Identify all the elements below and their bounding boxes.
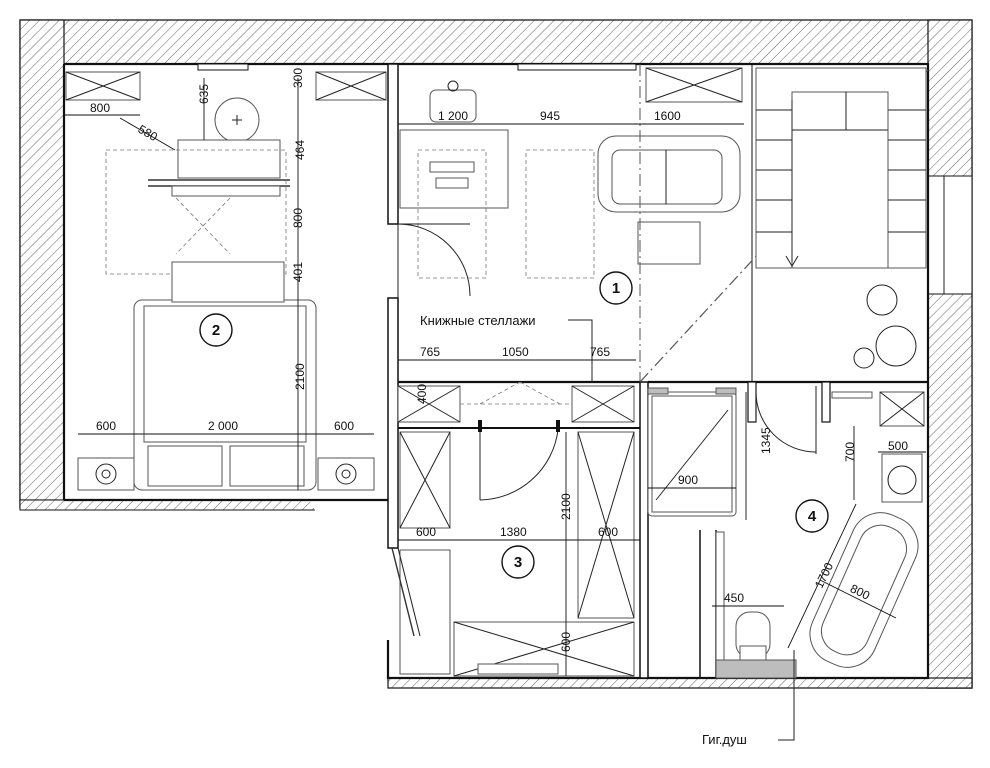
dim-bedroom-600-right: 600 — [334, 419, 354, 433]
room-number-3-text: 3 — [514, 554, 522, 571]
dim-wardrobe-600-right: 600 — [598, 525, 618, 539]
room-number-2-text: 2 — [212, 322, 220, 339]
dim-closet-400: 400 — [415, 384, 429, 404]
dim-bedroom-635: 635 — [197, 84, 211, 104]
room-number-4: 4 — [795, 499, 829, 533]
dim-bath-1345: 1345 — [759, 427, 773, 454]
dim-shelf-765-right: 765 — [590, 345, 610, 359]
dim-wardrobe-2100: 2100 — [559, 493, 573, 520]
dim-wardrobe-600-bottom: 600 — [559, 632, 573, 652]
room-number-1-text: 1 — [612, 280, 620, 297]
dim-bedroom-464: 464 — [293, 140, 307, 160]
dim-bath-450: 450 — [724, 591, 744, 605]
room-number-2: 2 — [199, 313, 233, 347]
dim-living-1600: 1600 — [654, 109, 681, 123]
hygienic-shower-label: Гиг.душ — [702, 732, 747, 747]
living-dimensions — [398, 123, 744, 361]
staircase — [755, 67, 927, 369]
dim-wardrobe-1380: 1380 — [500, 525, 527, 539]
dim-bedroom-2000: 2 000 — [208, 419, 238, 433]
bedroom-dimensions — [64, 78, 374, 490]
dim-living-945: 945 — [540, 109, 560, 123]
dim-bedroom-2100: 2100 — [293, 363, 307, 390]
dim-wardrobe-600-left: 600 — [416, 525, 436, 539]
bookshelf-corridor — [397, 319, 635, 423]
bathroom — [647, 384, 925, 741]
dim-shelf-1050: 1050 — [502, 345, 529, 359]
dim-bedroom-401: 401 — [291, 262, 305, 282]
dim-bedroom-800: 800 — [90, 101, 110, 115]
room-number-1: 1 — [599, 271, 633, 305]
room-number-3: 3 — [501, 545, 535, 579]
dim-bedroom-800-vertical: 800 — [291, 208, 305, 228]
dim-bath-500: 500 — [888, 439, 908, 453]
dim-shelf-765-left: 765 — [420, 345, 440, 359]
dim-bedroom-300: 300 — [291, 68, 305, 88]
dim-living-1200: 1 200 — [438, 109, 468, 123]
wardrobe-dimensions — [398, 432, 640, 676]
room-number-4-text: 4 — [808, 508, 817, 525]
dim-bath-900: 900 — [678, 473, 698, 487]
bath-dimensions — [648, 392, 926, 649]
wardrobe-room — [391, 420, 640, 677]
bedroom — [65, 63, 387, 491]
dim-bath-700: 700 — [843, 442, 857, 462]
dim-bedroom-600-left: 600 — [96, 419, 116, 433]
bookshelves-label: Книжные стеллажи — [420, 313, 536, 328]
